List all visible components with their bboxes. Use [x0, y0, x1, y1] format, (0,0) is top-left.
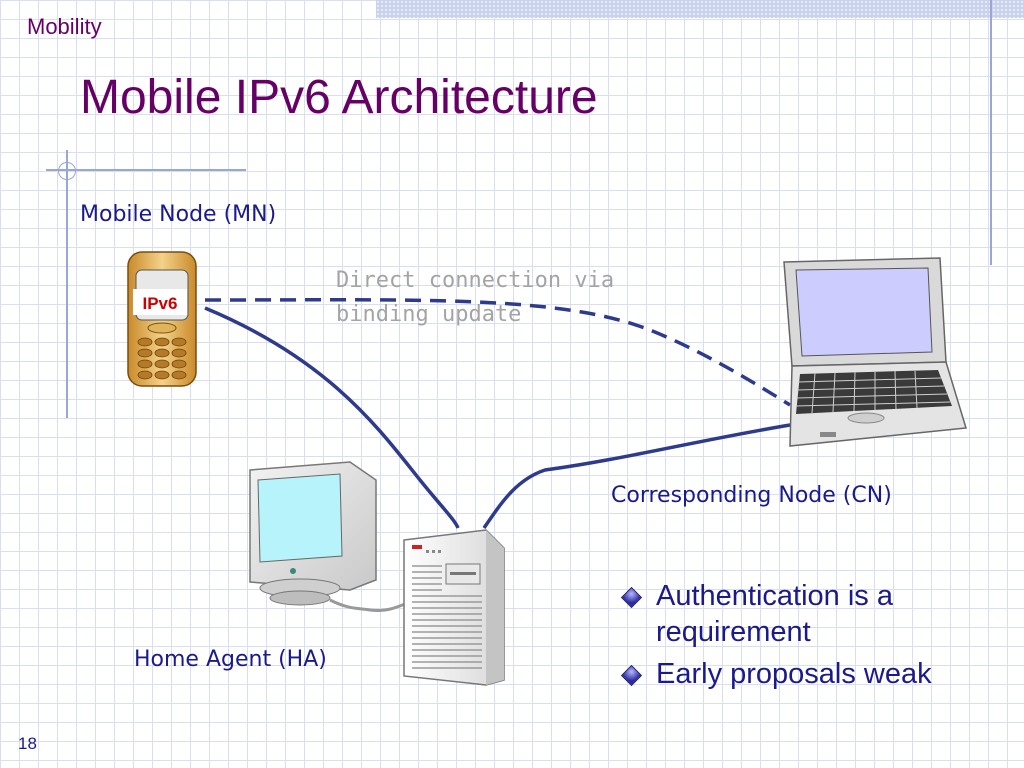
home-agent-label: Home Agent (HA): [134, 647, 327, 672]
direct-connection-line1: Direct connection via: [336, 268, 615, 293]
monitor-icon: [249, 461, 406, 612]
ha-to-cn-link: [482, 423, 791, 529]
mobile-phone-icon: [127, 251, 197, 387]
page-title: Mobile IPv6 Architecture: [80, 71, 598, 124]
bullet-item: Early proposals weak: [618, 656, 998, 692]
direct-connection-label: Direct connection via binding update: [336, 264, 636, 332]
phone-badge-box: [133, 289, 187, 315]
mobile-node-label: Mobile Node (MN): [80, 202, 277, 227]
decoration-hline: [46, 169, 246, 171]
phone-badge-text: IPv6: [143, 294, 178, 313]
bullet-list: Authentication is a requirement Early pr…: [618, 578, 998, 698]
bullet-item: Authentication is a requirement: [618, 578, 998, 650]
section-label: Mobility: [27, 14, 102, 39]
mn-to-ha-link: [204, 306, 460, 529]
diamond-bullet-icon: [620, 586, 643, 609]
server-tower-icon: [403, 529, 505, 686]
corresponding-node-label: Corresponding Node (CN): [611, 483, 892, 508]
bullet-text: Early proposals weak: [656, 658, 932, 690]
decoration-circle: [58, 162, 76, 180]
diamond-bullet-icon: [620, 664, 643, 687]
laptop-icon: [783, 257, 967, 447]
bullet-text: Authentication is a requirement: [656, 580, 893, 648]
page-number: 18: [18, 734, 37, 753]
decoration-vline: [66, 150, 68, 418]
decoration-right-vline: [990, 0, 992, 265]
header-decoration-band: [376, 0, 1024, 18]
direct-connection-line2: binding update: [336, 302, 522, 327]
